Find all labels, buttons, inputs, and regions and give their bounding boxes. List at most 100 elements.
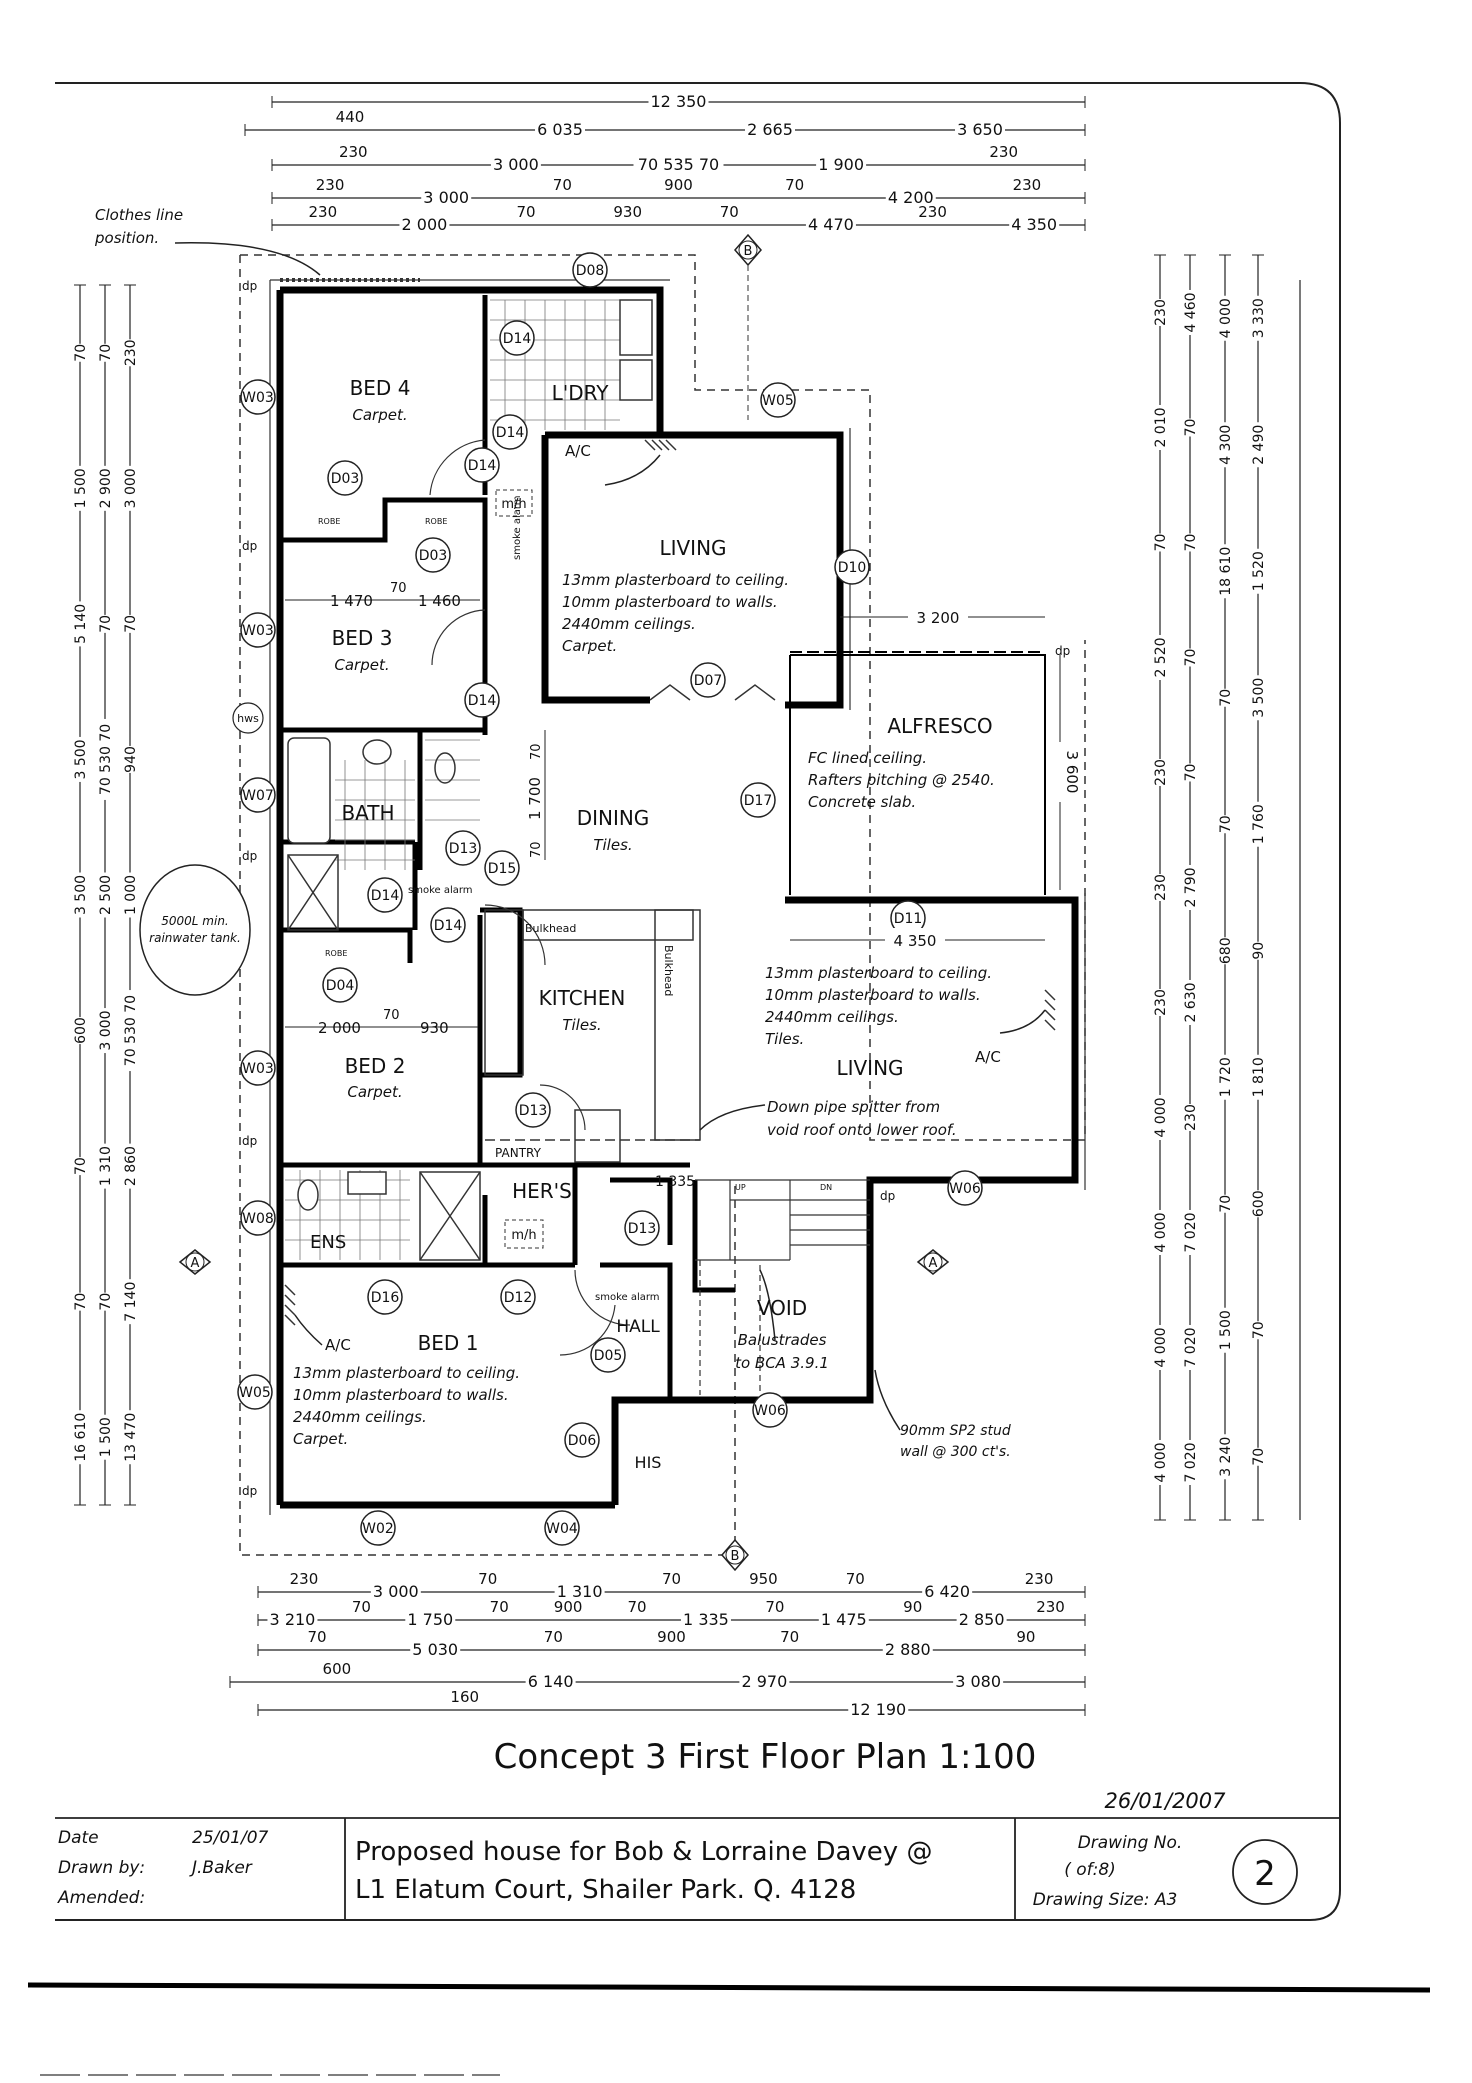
window-tag-w02: W02: [360, 1510, 396, 1546]
room-alfresco-name: ALFRESCO: [887, 714, 992, 738]
door-tag-label: D13: [628, 1221, 657, 1237]
room-dining-finish: Tiles.: [593, 836, 632, 854]
dimension-value: 70: [1251, 1448, 1267, 1466]
room-bed1-name: BED 1: [418, 1331, 479, 1355]
dimension-value: 4 460: [1183, 292, 1199, 332]
note-line: 2440mm ceilings.: [765, 1008, 899, 1026]
tb-drawing-size: Drawing Size: A3: [1033, 1890, 1178, 1910]
d07-bifold-doors: [649, 684, 776, 701]
door-tag-label: D04: [326, 978, 355, 994]
manhole-upper: [495, 489, 533, 517]
note-line: Concrete slab.: [808, 793, 916, 811]
dimension-value: 16 610: [73, 1413, 89, 1462]
dimension-value: 1 475: [821, 1610, 867, 1629]
dimension-value: 4 000: [1153, 1097, 1169, 1137]
dimension-value: 900: [554, 1598, 583, 1616]
dimension-value: 2 500: [98, 875, 114, 915]
dimension-value: 6 035: [537, 120, 583, 139]
dimension-value: 3 080: [955, 1672, 1001, 1691]
dimension-value: 70: [1251, 1321, 1267, 1339]
manhole-label-hers: m/h: [511, 1228, 536, 1243]
dimension-value: 900: [664, 176, 693, 194]
dimension-value: 70: [1218, 1195, 1234, 1213]
dimension-value: 3 650: [957, 120, 1003, 139]
dimension-value: 230: [339, 143, 368, 161]
dimension-value: 2 860: [123, 1146, 139, 1186]
dimension-value: 4 000: [1153, 1212, 1169, 1252]
clothes-line-label: position.: [94, 229, 159, 247]
room-pantry-name: PANTRY: [495, 1146, 542, 1160]
door-tag-d17: D17: [740, 782, 776, 818]
dimension-value: 1 720: [1218, 1057, 1234, 1097]
hws-tag: [232, 702, 264, 734]
door-tag-d14: D14: [464, 447, 500, 483]
room-bath-name: BATH: [341, 801, 394, 825]
ac-label-lower: A/C: [975, 1048, 1001, 1066]
laundry-tub: [619, 299, 653, 356]
dimension-value: 2 850: [959, 1610, 1005, 1629]
dimension-value: 230: [1153, 989, 1169, 1016]
door-tag-d14: D14: [430, 907, 466, 943]
door-tag-label: D06: [568, 1433, 597, 1449]
dimension-value: 70: [1183, 649, 1199, 667]
dimension-value: 70: [98, 615, 114, 633]
sheet-bottom-rule: [27, 1982, 1431, 1993]
dimension-value: 230: [316, 176, 345, 194]
living-lower-width-dim: 4 350: [894, 932, 937, 950]
dining-dim: 70: [529, 743, 544, 760]
roof-outline: [239, 254, 1086, 1556]
note-line: Rafters pitching @ 2540.: [808, 771, 995, 789]
dimension-value: 70: [73, 1157, 89, 1175]
tb-date-value: 25/01/07: [192, 1828, 269, 1848]
dimension-value: 230: [1013, 176, 1042, 194]
dimension-value: 70: [98, 1293, 114, 1311]
door-tag-label: D14: [496, 425, 525, 441]
dimension-value: 2 880: [885, 1640, 931, 1659]
dimension-value: 2 520: [1153, 637, 1169, 677]
door-tag-d03: D03: [415, 537, 451, 573]
dimension-value: 3 000: [493, 155, 539, 174]
dimension-value: 3 500: [73, 739, 89, 779]
dimension-value: 230: [1153, 299, 1169, 326]
tb-drawing-no-label: Drawing No.: [1078, 1833, 1183, 1853]
door-tag-label: D10: [838, 560, 867, 576]
dimension-value: 6 420: [924, 1582, 970, 1601]
hws-label: hws: [237, 712, 259, 725]
alfresco-width-dim: 3 200: [917, 609, 960, 627]
stair-up-label: UP: [735, 1183, 746, 1192]
door-tag-d05: D05: [590, 1337, 626, 1373]
dimension-value: 7 020: [1183, 1212, 1199, 1252]
dimension-value: 70: [352, 1598, 371, 1616]
door-tag-d13: D13: [624, 1210, 660, 1246]
dimension-value: 3 240: [1218, 1437, 1234, 1477]
tb-drawn-by-label: Drawn by:: [58, 1858, 145, 1878]
clothes-line-label: Clothes line: [95, 206, 183, 224]
door-window-tags: D08D14D14D14D03D03D10D07D14D17D13D15D14D…: [237, 252, 983, 1546]
dimension-value: 230: [1025, 1570, 1054, 1588]
toilet: [434, 752, 456, 784]
dining-dim: 70: [529, 841, 544, 858]
dimension-value: 1 000: [123, 875, 139, 915]
downpipe-label: dp: [1055, 644, 1070, 658]
dining-dim: 1 700: [526, 777, 544, 820]
dimension-value: 5 030: [412, 1640, 458, 1659]
dimension-value: 3 210: [270, 1610, 316, 1629]
dimension-value: 4 300: [1218, 425, 1234, 465]
dimension-value: 12 190: [850, 1700, 906, 1719]
dimension-value: 5 140: [73, 604, 89, 644]
door-tag-d13: D13: [445, 830, 481, 866]
bed1-notes: 13mm plasterboard to ceiling. 10mm plast…: [293, 1364, 520, 1448]
door-swings: [429, 439, 631, 1356]
door-tag-d13: D13: [515, 1092, 551, 1128]
downpipe-note-line: void roof onto lower roof.: [767, 1121, 957, 1139]
section-a-left-label: A: [191, 1256, 200, 1271]
dimension-value: 160: [450, 1688, 479, 1706]
ac-units: [284, 439, 1056, 1326]
